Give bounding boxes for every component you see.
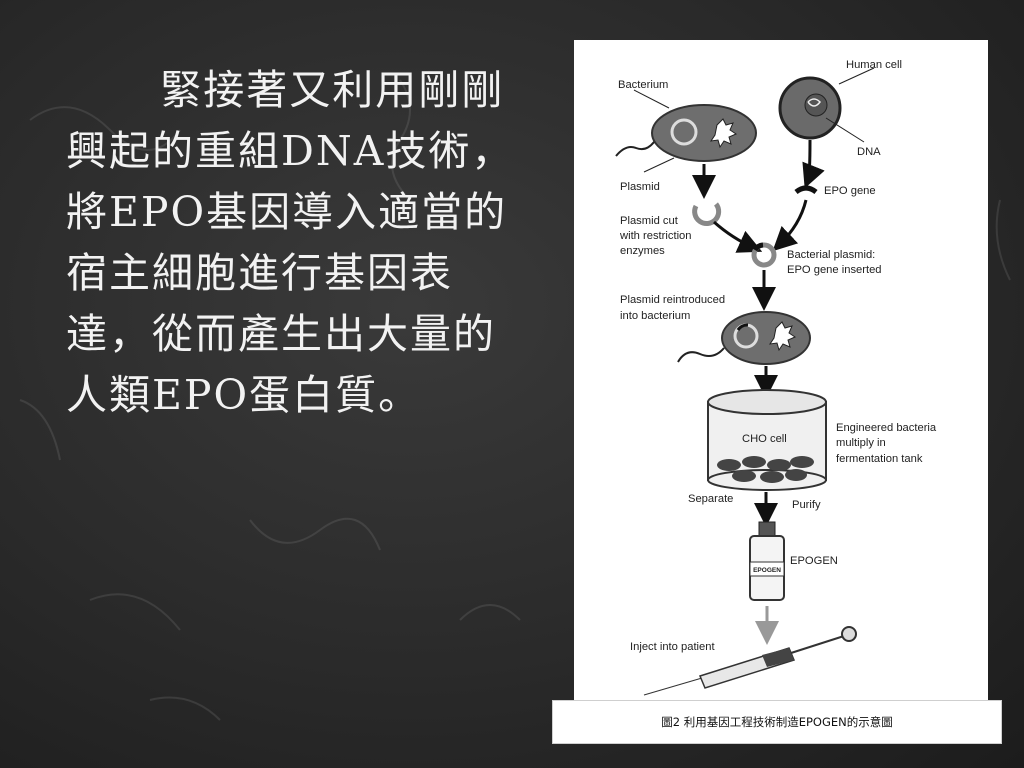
- epogen-vial-icon: [749, 521, 785, 601]
- transformed-bacterium-icon: [677, 311, 811, 365]
- bacterium-icon: [615, 104, 757, 162]
- svg-text:Plasmid reintroduced: Plasmid reintroduced: [620, 294, 725, 306]
- svg-text:DNA: DNA: [857, 146, 881, 158]
- epo-gene-fragment-icon: [794, 185, 818, 195]
- svg-text:enzymes: enzymes: [620, 245, 665, 257]
- svg-text:EPOGEN: EPOGEN: [753, 567, 781, 574]
- svg-text:Bacterium: Bacterium: [618, 79, 668, 91]
- epogen-process-figure: Bacterium Human cell DNA Plasmid Plasmid…: [574, 40, 988, 700]
- fermentation-tank-icon: [707, 389, 827, 491]
- svg-text:Plasmid: Plasmid: [620, 181, 660, 193]
- svg-text:multiply in: multiply in: [836, 437, 886, 449]
- svg-text:with restriction: with restriction: [619, 230, 692, 242]
- cut-plasmid-icon: [692, 202, 722, 226]
- svg-text:EPO gene: EPO gene: [824, 185, 876, 197]
- slide-body-text: 緊接著又利用剛剛興起的重組DNA技術，將EPO基因導入適當的宿主細胞進行基因表達…: [66, 60, 526, 426]
- process-diagram: Bacterium Human cell DNA Plasmid Plasmid…: [615, 59, 937, 696]
- svg-text:Plasmid cut: Plasmid cut: [620, 215, 679, 227]
- syringe-icon: [643, 626, 857, 696]
- svg-text:fermentation tank: fermentation tank: [836, 453, 923, 465]
- human-cell-icon: [778, 76, 842, 140]
- svg-text:Engineered bacteria: Engineered bacteria: [836, 422, 937, 434]
- svg-text:Inject into patient: Inject into patient: [630, 641, 715, 653]
- svg-text:Purify: Purify: [792, 499, 821, 511]
- svg-text:into bacterium: into bacterium: [620, 310, 690, 322]
- svg-text:CHO cell: CHO cell: [742, 433, 787, 445]
- recombinant-plasmid-icon: [751, 242, 777, 268]
- svg-text:Human cell: Human cell: [846, 59, 902, 71]
- svg-text:EPOGEN: EPOGEN: [790, 555, 838, 567]
- svg-text:Bacterial plasmid:: Bacterial plasmid:: [787, 249, 875, 261]
- body-paragraph: 緊接著又利用剛剛興起的重組DNA技術，將EPO基因導入適當的宿主細胞進行基因表達…: [66, 66, 515, 419]
- figure-caption: 圖2 利用基因工程技術制造EPOGEN的示意圖: [552, 700, 1002, 744]
- svg-text:EPO gene inserted: EPO gene inserted: [787, 264, 882, 276]
- svg-text:Separate: Separate: [688, 493, 733, 505]
